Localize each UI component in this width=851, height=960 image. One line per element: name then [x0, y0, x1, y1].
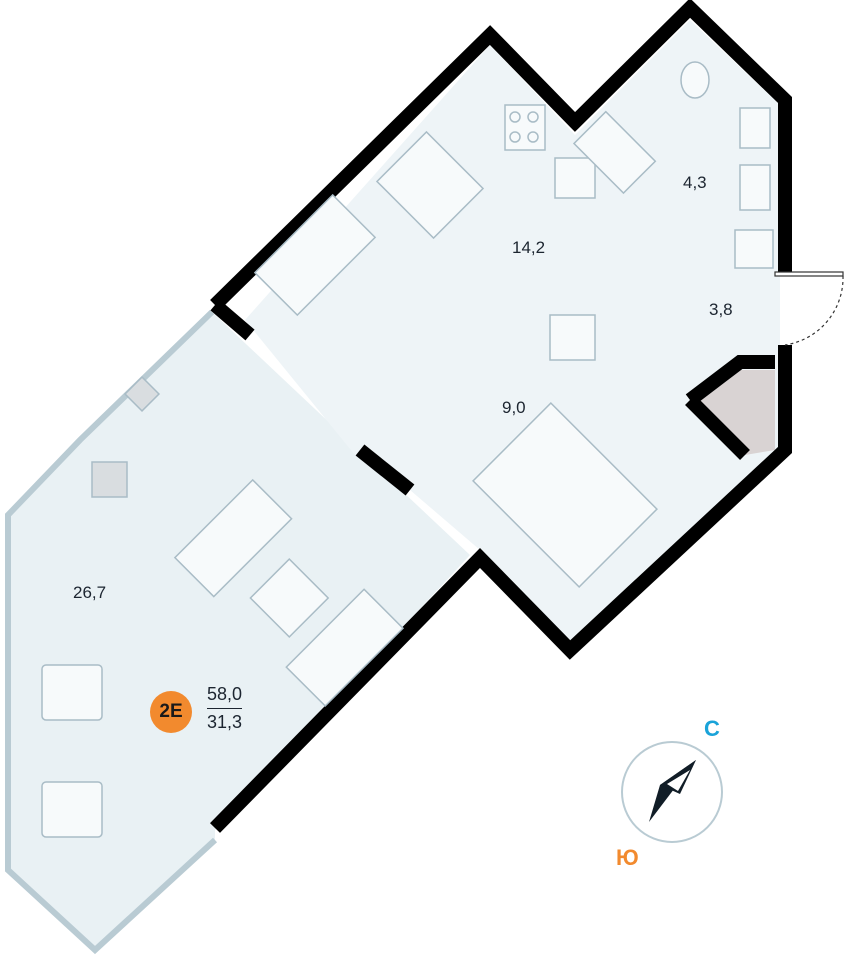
entrance-door — [774, 271, 844, 346]
room-area-terrace: 26,7 — [73, 583, 107, 602]
compass-icon — [621, 741, 723, 843]
compass-north-label: С — [704, 716, 720, 741]
room-area-bedroom: 9,0 — [502, 398, 526, 417]
living-area: 31,3 — [207, 712, 243, 732]
fraction-divider — [207, 708, 243, 709]
area-summary: 58,0 31,3 — [207, 684, 243, 733]
room-area-kitchen: 14,2 — [512, 238, 546, 257]
storage-room — [695, 370, 775, 455]
room-area-hallway: 3,8 — [709, 300, 733, 319]
walls — [210, 0, 792, 833]
furniture — [41, 61, 774, 838]
compass-south-label: Ю — [616, 845, 639, 870]
terrace-railing — [5, 309, 218, 955]
apartment-type-badge: 2E — [150, 691, 192, 733]
room-area-bathroom: 4,3 — [683, 173, 707, 192]
apartment-floor — [245, 20, 780, 645]
total-area: 58,0 — [207, 684, 243, 704]
